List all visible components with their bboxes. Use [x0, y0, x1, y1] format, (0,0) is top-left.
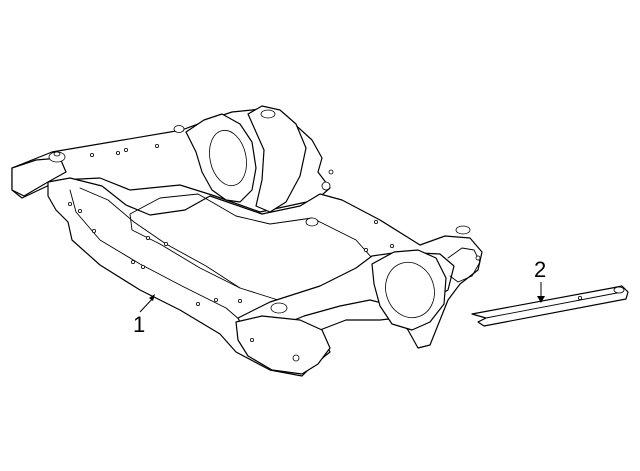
brace-drawing — [471, 285, 629, 327]
callout-2: 2 — [534, 257, 546, 303]
callout-1-label: 1 — [133, 312, 145, 337]
callout-2-label: 2 — [534, 257, 546, 282]
left-tower-opening — [209, 129, 247, 187]
main-frame — [47, 177, 483, 377]
mount-bushings — [48, 109, 471, 314]
rear-left-end — [11, 157, 67, 197]
right-tower-opening — [385, 261, 435, 319]
callout-1: 1 — [133, 294, 155, 337]
frame-holes — [68, 143, 481, 362]
front-left-corner — [235, 315, 331, 375]
right-tower-flange — [447, 247, 481, 283]
subframe-drawing — [11, 105, 483, 377]
tower-top-pad — [247, 105, 307, 213]
